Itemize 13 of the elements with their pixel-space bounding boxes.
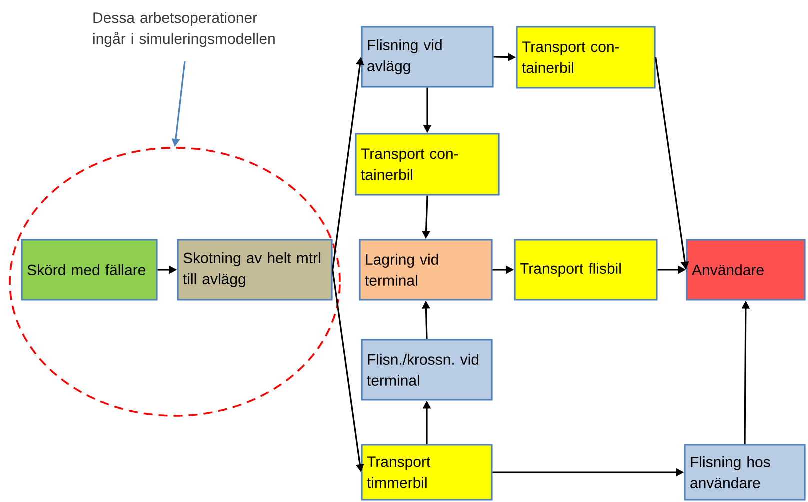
- process-box: Skörd med fällare: [21, 239, 158, 301]
- process-box: Flisn./krossn. vid terminal: [361, 339, 493, 401]
- process-box: Transport con-tainerbil: [355, 133, 500, 196]
- process-box: Skotning av helt mtrl till avlägg: [177, 239, 333, 301]
- dashed-ellipse: [9, 147, 341, 417]
- process-box: Transport con-tainerbil: [516, 26, 656, 89]
- process-box: Lagring vid terminal: [359, 239, 493, 301]
- annotation-text: Dessa arbetsoperationer ingår i simuleringsmodellen: [94, 12, 275, 48]
- process-box: Flisning vid avlägg: [361, 26, 494, 88]
- process-box: Transport timmerbil: [361, 444, 493, 501]
- process-box: Flisning hos användare: [684, 444, 806, 501]
- process-box: Användare: [686, 239, 806, 301]
- process-box: Transport flisbil: [514, 239, 658, 301]
